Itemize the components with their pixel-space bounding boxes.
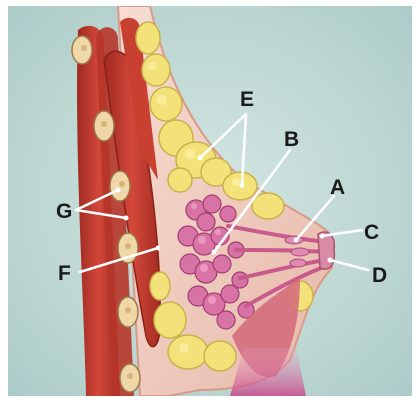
label-g: G (56, 200, 72, 223)
label-b: B (284, 128, 299, 151)
label-e: E (240, 88, 254, 111)
label-a: A (330, 176, 345, 199)
label-c: C (364, 221, 379, 244)
label-f: F (58, 262, 71, 285)
label-d: D (372, 264, 387, 287)
